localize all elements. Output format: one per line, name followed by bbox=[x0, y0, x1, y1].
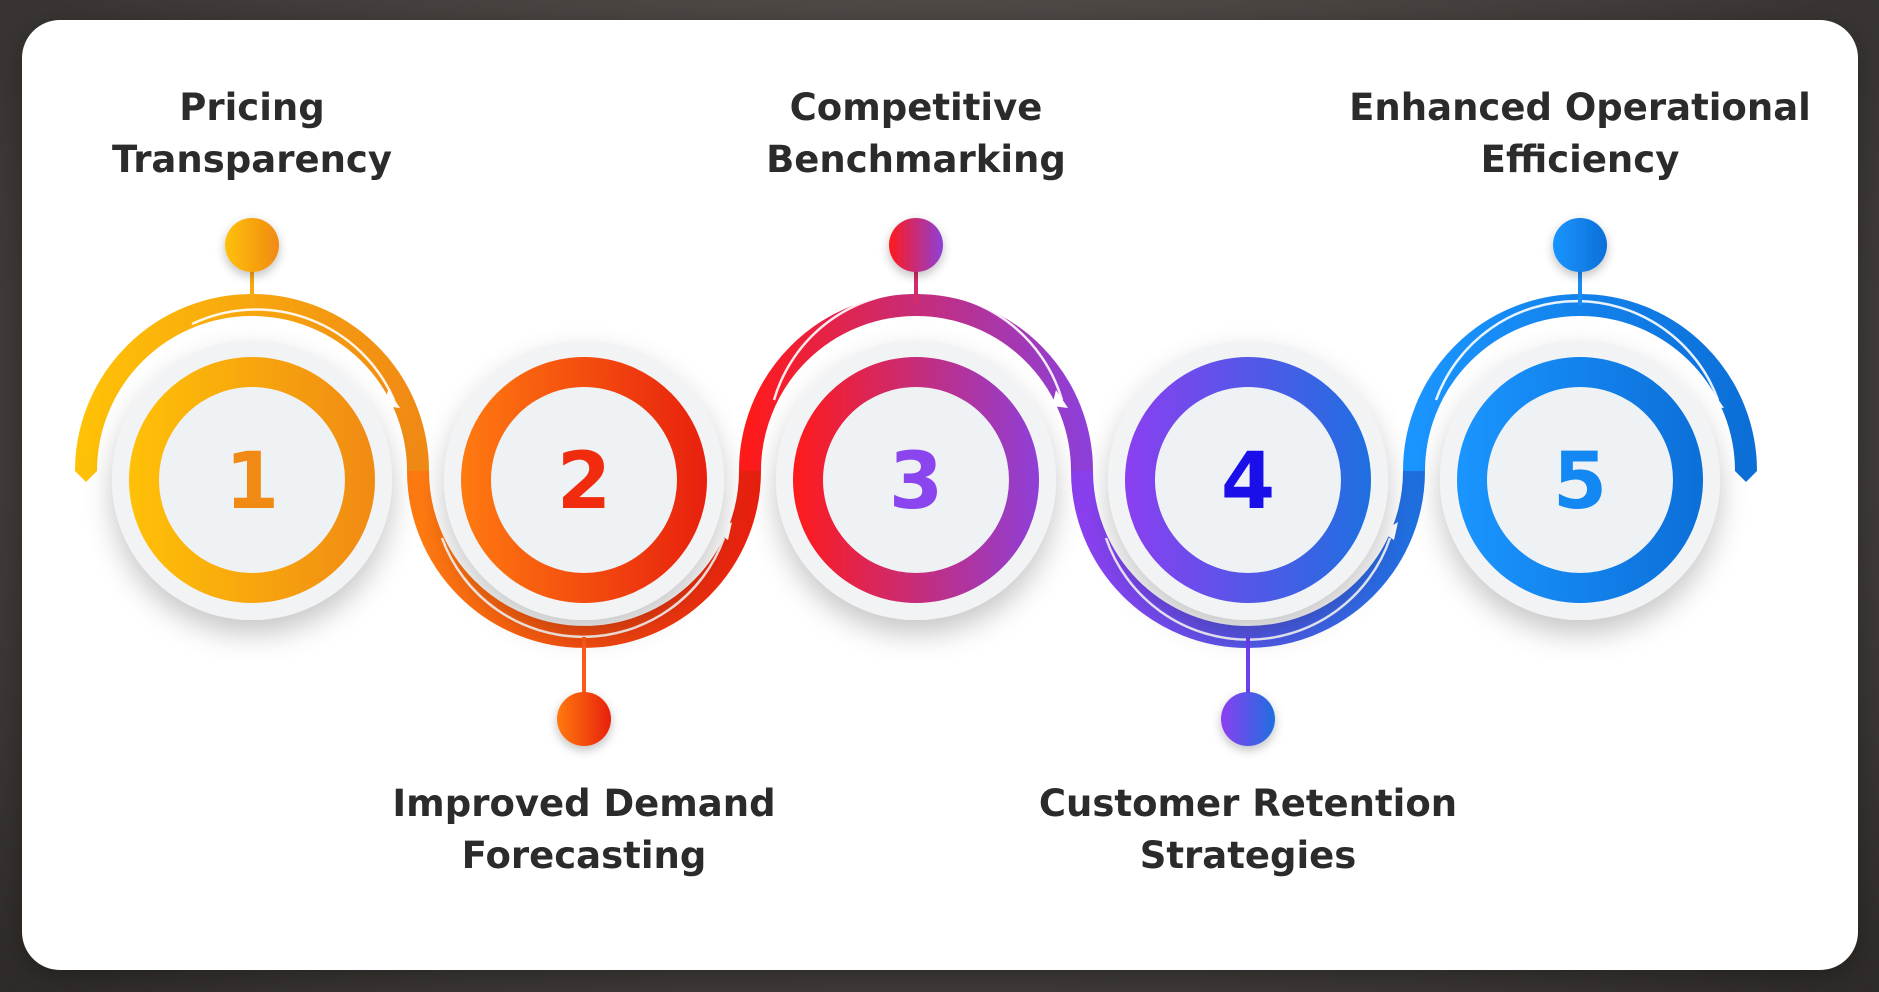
wave-arc-3 bbox=[739, 294, 1093, 472]
step-number-2: 2 bbox=[557, 437, 611, 527]
step-label-1-line1: Pricing bbox=[179, 86, 325, 129]
arrowhead-3 bbox=[1052, 390, 1068, 408]
step-number-5: 5 bbox=[1553, 437, 1607, 527]
process-diagram: 1 2 3 4 5 bbox=[75, 218, 1757, 746]
step-label-5-line2: Efficiency bbox=[1480, 138, 1680, 181]
step-label-1: Pricing Transparency bbox=[22, 82, 512, 186]
step-label-3: Competitive Benchmarking bbox=[656, 82, 1176, 186]
pin-2 bbox=[557, 692, 611, 746]
wave-arc-4 bbox=[1071, 470, 1425, 648]
step-label-3-line2: Benchmarking bbox=[766, 138, 1066, 181]
pin-3 bbox=[889, 218, 943, 272]
step-label-4: Customer Retention Strategies bbox=[988, 778, 1508, 882]
step-number-1: 1 bbox=[225, 437, 279, 527]
flow-arrow-2 bbox=[440, 537, 726, 639]
arrowhead-2 bbox=[716, 522, 732, 540]
step-label-5: Enhanced Operational Efficiency bbox=[1320, 82, 1840, 186]
medallion-2: 2 bbox=[444, 340, 724, 620]
wave-arc-1 bbox=[75, 294, 429, 472]
step-number-4: 4 bbox=[1221, 437, 1275, 527]
step-label-1-line2: Transparency bbox=[112, 138, 392, 181]
medallion-1: 1 bbox=[112, 340, 392, 620]
step-number-3: 3 bbox=[889, 437, 943, 527]
step-label-4-line2: Strategies bbox=[1139, 834, 1357, 877]
medallion-3: 3 bbox=[776, 340, 1056, 620]
pin-4 bbox=[1221, 692, 1275, 746]
step-label-2-line2: Forecasting bbox=[461, 834, 707, 877]
infographic-card: 1 2 3 4 5 Pricing Transparenc bbox=[22, 20, 1858, 970]
step-label-4-line1: Customer Retention bbox=[1038, 782, 1458, 825]
flow-arrow-5 bbox=[1434, 299, 1720, 401]
pin-5 bbox=[1553, 218, 1607, 272]
medallion-4: 4 bbox=[1108, 340, 1388, 620]
wave-start-cap bbox=[75, 471, 97, 482]
arrowhead-1 bbox=[384, 390, 400, 408]
step-label-3-line1: Competitive bbox=[789, 86, 1043, 129]
wave-arc-5 bbox=[1403, 294, 1757, 472]
flow-arrow-1 bbox=[191, 308, 396, 401]
step-label-2-line1: Improved Demand bbox=[392, 782, 776, 825]
medallion-5: 5 bbox=[1440, 340, 1720, 620]
step-label-5-line1: Enhanced Operational bbox=[1349, 86, 1811, 129]
arrowhead-5 bbox=[1708, 390, 1724, 408]
wave-end-cap bbox=[1735, 471, 1757, 482]
step-label-2: Improved Demand Forecasting bbox=[324, 778, 844, 882]
pin-1 bbox=[225, 218, 279, 272]
arrowhead-4 bbox=[1382, 522, 1398, 540]
